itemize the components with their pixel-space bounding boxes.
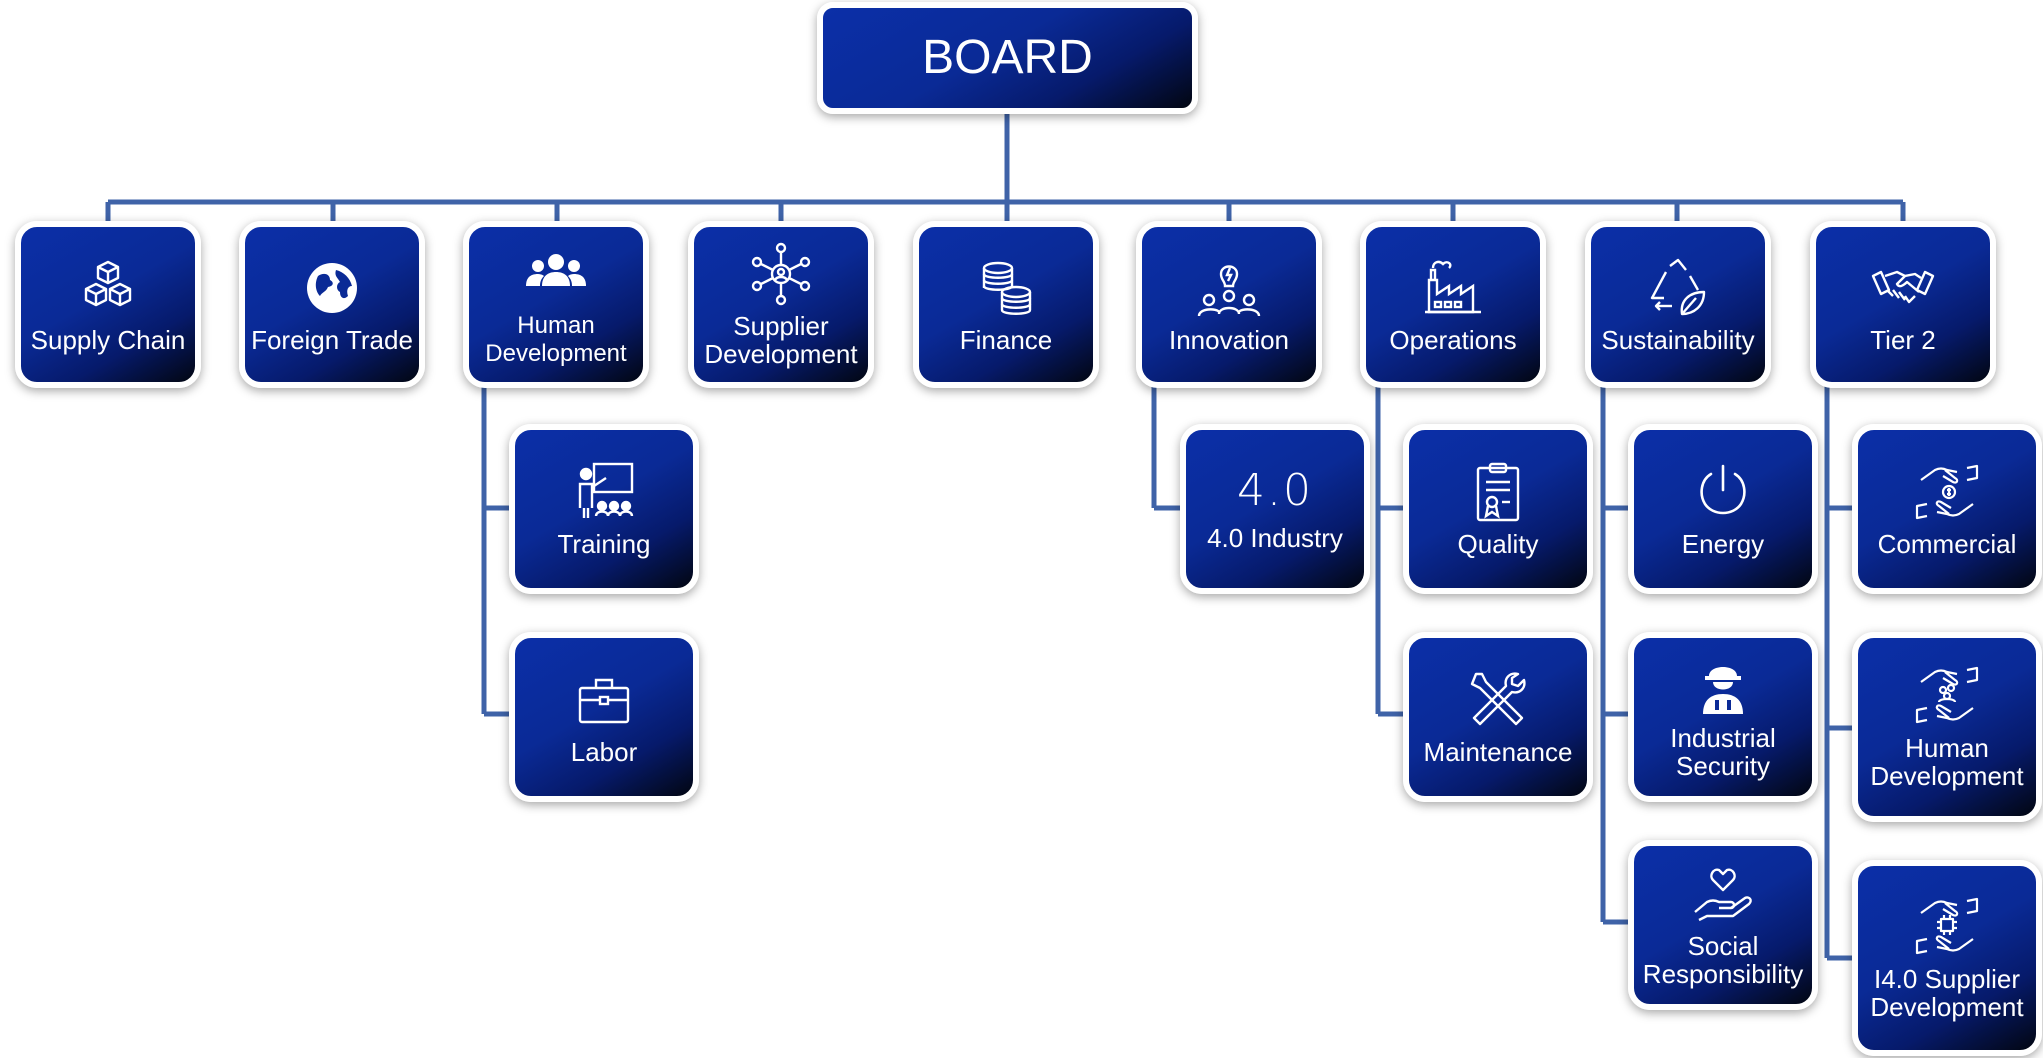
dept-supply-chain[interactable]: Supply Chain [15,221,201,388]
dept-supplier-development[interactable]: Supplier Development [688,221,874,388]
sub-label: Maintenance [1423,737,1573,767]
sub-label: Social Responsibility [1642,931,1804,989]
hands-chip-icon [1915,895,1979,959]
dept-label: Finance [959,324,1053,355]
dept-sustainability[interactable]: Sustainability [1585,221,1771,388]
sub-label: Human Development [1870,733,2024,791]
sub-training[interactable]: Training [509,424,699,594]
sub-social-responsibility[interactable]: Social Responsibility [1628,840,1818,1010]
sub-label: I4.0 Supplier Development [1870,964,2024,1022]
dept-label: Tier 2 [1870,324,1936,355]
sub-t2-human-development[interactable]: Human Development [1852,632,2042,822]
hands-people-icon [1915,664,1979,728]
board-box[interactable]: BOARD [817,2,1198,114]
wrench-screwdriver-icon [1466,668,1530,732]
sub-maintenance[interactable]: Maintenance [1403,632,1593,802]
teacher-board-icon [572,460,636,524]
board-label: BOARD [922,31,1093,84]
sub-label: 4.0 Industry [1207,523,1343,553]
dept-foreign-trade[interactable]: Foreign Trade [239,221,425,388]
dept-finance[interactable]: Finance [913,221,1099,388]
sub-labor[interactable]: Labor [509,632,699,802]
sub-label: Industrial Security [1670,723,1776,781]
network-person-icon [749,242,813,306]
sub-4-0-industry[interactable]: 4.0 4.0 Industry [1180,424,1370,594]
dept-human-development[interactable]: Human Development [463,221,649,388]
sub-industrial-security[interactable]: Industrial Security [1628,632,1818,802]
sub-label: Training [557,529,651,559]
dept-label: Sustainability [1601,324,1755,355]
dept-innovation[interactable]: Innovation [1136,221,1322,388]
boxes-icon [76,256,140,320]
sub-label: Commercial [1877,529,2017,559]
certificate-clipboard-icon [1466,460,1530,524]
heart-hand-icon [1691,862,1755,926]
handshake-icon [1871,256,1935,320]
people-group-icon [524,242,588,306]
recycle-leaf-icon [1646,256,1710,320]
coins-icon [974,256,1038,320]
sub-commercial[interactable]: Commercial [1852,424,2042,594]
sub-label: Labor [570,737,638,767]
dept-label: Supplier Development [704,310,858,369]
industry-4-0-mark: 4.0 [1237,465,1313,516]
globe-icon [300,256,364,320]
dept-operations[interactable]: Operations [1360,221,1546,388]
dept-label: Supply Chain [30,324,186,355]
sub-i40-supplier-development[interactable]: I4.0 Supplier Development [1852,860,2042,1056]
hardhat-worker-icon [1691,654,1755,718]
dept-label: Operations [1389,324,1517,355]
power-icon [1691,460,1755,524]
dept-label: Innovation [1169,324,1289,355]
sub-energy[interactable]: Energy [1628,424,1818,594]
factory-icon [1421,256,1485,320]
dept-tier2[interactable]: Tier 2 [1810,221,1996,388]
hands-dollar-icon [1915,460,1979,524]
lightbulb-team-icon [1197,256,1261,320]
dept-label: Foreign Trade [251,324,413,355]
dept-label: Human Development [485,311,627,367]
sub-quality[interactable]: Quality [1403,424,1593,594]
sub-label: Quality [1457,529,1539,559]
briefcase-icon [572,668,636,732]
sub-label: Energy [1681,529,1765,559]
